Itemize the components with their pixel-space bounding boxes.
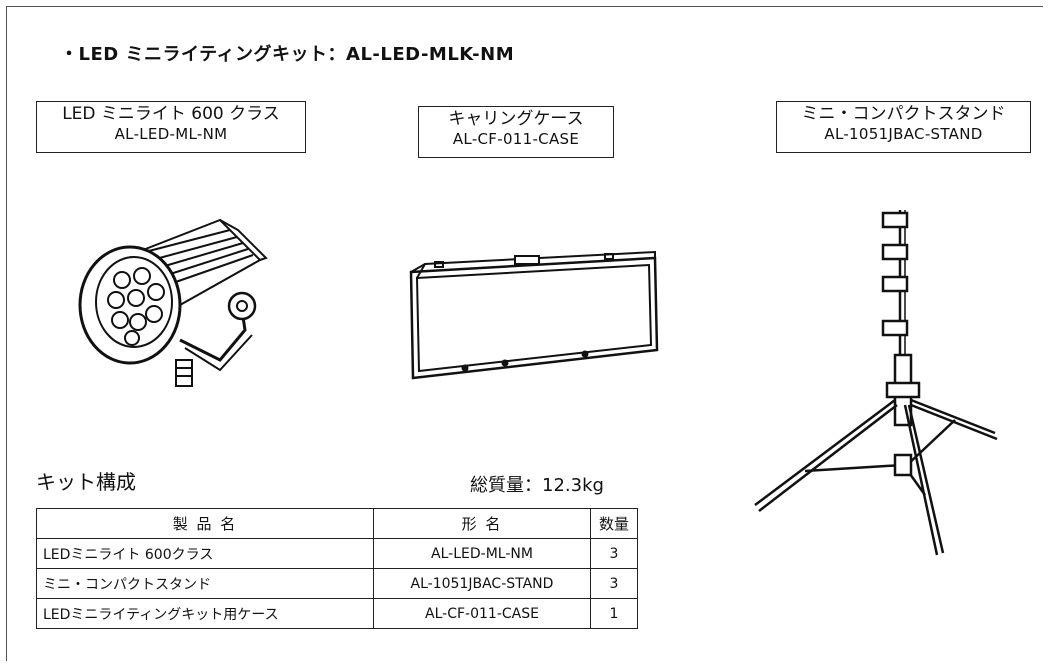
carrying-case-illustration xyxy=(409,250,659,380)
section-title: キット構成 xyxy=(36,470,136,494)
row-product-name: ミニ・コンパクトスタンド xyxy=(36,568,374,599)
header-qty: 数量 xyxy=(590,508,638,539)
row-product-name: LEDミニライト 600クラス xyxy=(36,538,374,569)
row-qty: 3 xyxy=(590,538,638,569)
light-code: AL-LED-ML-NM xyxy=(114,125,228,143)
table-row: ミニ・コンパクトスタンド AL-1051JBAC-STAND 3 xyxy=(36,568,638,599)
compact-stand-illustration xyxy=(754,210,998,556)
kit-parts-table: 製 品 名 形 名 数量 LEDミニライト 600クラス AL-LED-ML-N… xyxy=(36,508,638,629)
kit-title: ・LED ミニライティングキット：AL-LED-MLK-NM xyxy=(60,44,515,65)
total-weight: 総質量：12.3kg xyxy=(470,475,604,496)
row-model: AL-CF-011-CASE xyxy=(373,598,591,629)
row-qty: 1 xyxy=(590,598,638,629)
table-header-row: 製 品 名 形 名 数量 xyxy=(36,508,638,539)
light-name: LED ミニライト 600 クラス xyxy=(62,104,280,124)
row-model: AL-1051JBAC-STAND xyxy=(373,568,591,599)
stand-name: ミニ・コンパクトスタンド xyxy=(801,104,1006,124)
stand-code: AL-1051JBAC-STAND xyxy=(824,125,983,143)
row-qty: 3 xyxy=(590,568,638,599)
table-row: LEDミニライティングキット用ケース AL-CF-011-CASE 1 xyxy=(36,598,638,629)
header-model: 形 名 xyxy=(373,508,591,539)
page-frame xyxy=(6,6,1043,661)
case-code: AL-CF-011-CASE xyxy=(452,130,580,148)
row-model: AL-LED-ML-NM xyxy=(373,538,591,569)
case-label-box: キャリングケース AL-CF-011-CASE xyxy=(418,106,614,158)
light-label-box: LED ミニライト 600 クラス AL-LED-ML-NM xyxy=(36,101,306,153)
header-product-name: 製 品 名 xyxy=(36,508,374,539)
case-name: キャリングケース xyxy=(448,109,584,129)
table-row: LEDミニライト 600クラス AL-LED-ML-NM 3 xyxy=(36,538,638,569)
led-light-illustration xyxy=(78,218,268,387)
row-product-name: LEDミニライティングキット用ケース xyxy=(36,598,374,629)
stand-label-box: ミニ・コンパクトスタンド AL-1051JBAC-STAND xyxy=(776,101,1031,153)
